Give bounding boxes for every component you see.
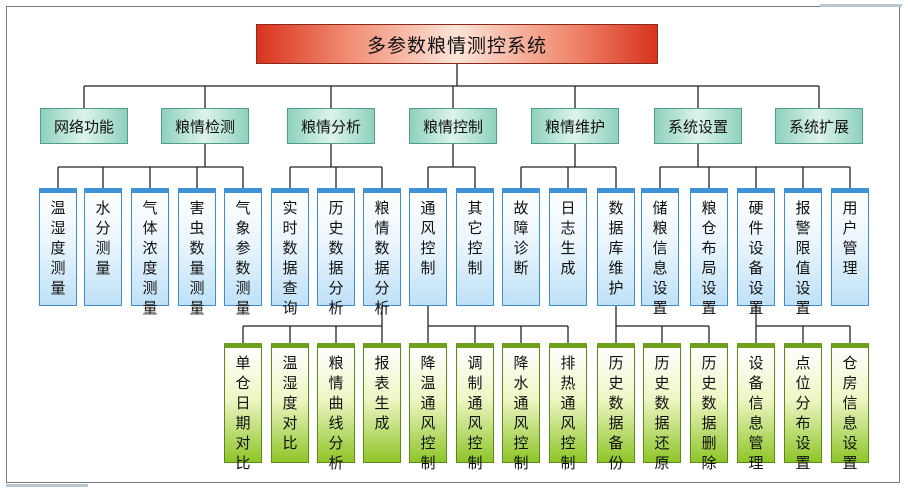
detail-single-bin-date-compare: 单 仓 日 期 对 比: [224, 343, 262, 472]
item-moisture-measure: 水 分 测 量: [84, 188, 122, 306]
root-node: 多参数粮情测控系统: [256, 24, 658, 64]
category-extension: 系统扩展: [775, 108, 863, 144]
category-monitoring: 粮情检测: [161, 108, 249, 144]
detail-device-info-management: 设 备 信 息 管 理: [737, 343, 775, 472]
detail-conditioning-ventilation: 调 制 通 风 控 制: [456, 343, 494, 472]
item-grain-data-analysis: 粮 情 数 据 分 析: [363, 188, 401, 317]
item-storage-info-settings: 储 粮 信 息 设 置: [641, 188, 679, 317]
detail-dewatering-ventilation: 降 水 通 风 控 制: [502, 343, 540, 472]
category-control-label: 粮情控制: [422, 117, 483, 136]
item-alarm-threshold-settings: 报 警 限 值 设 置: [784, 188, 822, 317]
detail-heat-exhaust-ventilation: 排 热 通 风 控 制: [549, 343, 587, 472]
item-gas-concentration-measure: 气 体 浓 度 测 量: [131, 188, 169, 317]
detail-point-distribution-settings: 点 位 分 布 设 置: [784, 343, 822, 472]
item-temp-humidity-measure: 温 湿 度 测 量: [39, 188, 77, 306]
item-database-maintenance: 数 据 库 维 护: [597, 188, 635, 306]
category-maintenance-label: 粮情维护: [544, 117, 605, 136]
item-ventilation-control: 通 风 控 制: [409, 188, 447, 306]
item-weather-param-measure: 气 象 参 数 测 量: [224, 188, 262, 317]
item-granary-layout-settings: 粮 仓 布 局 设 置: [690, 188, 728, 317]
item-hardware-settings: 硬 件 设 备 设 置: [737, 188, 775, 317]
corner-accent-bottom: [6, 484, 88, 487]
item-log-generation: 日 志 生 成: [549, 188, 587, 306]
detail-grain-curve-analysis: 粮 情 曲 线 分 析: [317, 343, 355, 472]
detail-temp-humidity-compare: 温 湿 度 对 比: [271, 343, 309, 463]
category-control: 粮情控制: [409, 108, 497, 144]
detail-warehouse-info-settings: 仓 房 信 息 设 置: [831, 343, 869, 472]
detail-history-data-restore: 历 史 数 据 还 原: [643, 343, 681, 472]
root-title: 多参数粮情测控系统: [366, 34, 547, 57]
detail-history-data-delete: 历 史 数 据 删 除: [690, 343, 728, 472]
category-maintenance: 粮情维护: [531, 108, 619, 144]
category-settings: 系统设置: [654, 108, 742, 144]
item-history-data-analysis: 历 史 数 据 分 析: [317, 188, 355, 317]
category-analysis: 粮情分析: [287, 108, 375, 144]
item-fault-diagnosis: 故 障 诊 断: [502, 188, 540, 306]
corner-accent-top: [820, 4, 902, 7]
category-monitoring-label: 粮情检测: [174, 117, 235, 136]
item-pest-count-measure: 害 虫 数 量 测 量: [178, 188, 216, 317]
category-analysis-label: 粮情分析: [300, 117, 361, 136]
category-settings-label: 系统设置: [667, 117, 728, 136]
item-other-control: 其 它 控 制: [456, 188, 494, 306]
detail-cooling-ventilation: 降 温 通 风 控 制: [409, 343, 447, 472]
category-network: 网络功能: [40, 108, 128, 144]
detail-report-generation: 报 表 生 成: [363, 343, 401, 463]
item-realtime-data-query: 实 时 数 据 查 询: [271, 188, 309, 317]
category-network-label: 网络功能: [53, 117, 114, 136]
item-user-management: 用 户 管 理: [831, 188, 869, 306]
category-extension-label: 系统扩展: [788, 117, 849, 136]
detail-history-data-backup: 历 史 数 据 备 份: [597, 343, 635, 472]
